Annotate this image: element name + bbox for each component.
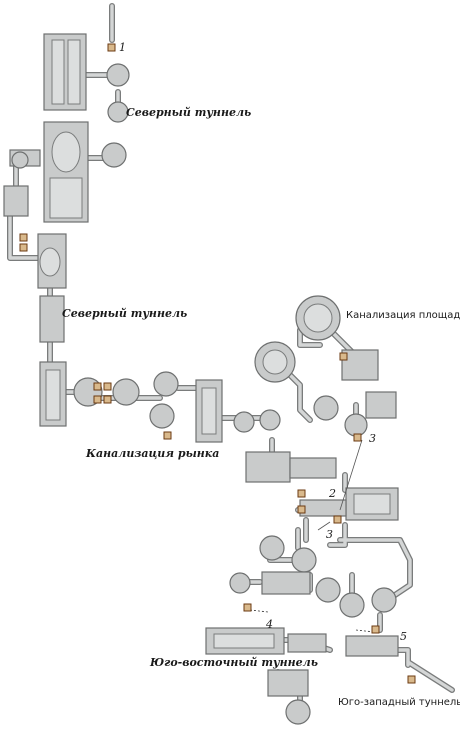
marker-1: 1 bbox=[119, 41, 126, 54]
square-sewer bbox=[254, 295, 397, 437]
marker-numbers: 1 2 3 3 4 5 bbox=[119, 41, 407, 643]
label-north-tunnel-2: Северный туннель bbox=[62, 307, 187, 320]
area-labels: Северный туннель Северный туннель Канали… bbox=[62, 106, 460, 708]
marker-5: 5 bbox=[400, 630, 407, 643]
label-southwest-tunnel: Юго-западный туннель bbox=[338, 697, 460, 708]
north-middle-tunnel bbox=[37, 233, 67, 427]
pointer-lines bbox=[249, 439, 375, 633]
central-network bbox=[229, 451, 399, 657]
label-square-sewer: Канализация площади bbox=[346, 310, 460, 321]
door-markers bbox=[19, 43, 416, 684]
marker-3a: 3 bbox=[369, 432, 376, 445]
market-sewer bbox=[73, 371, 281, 443]
label-market-sewer: Канализация рынка bbox=[85, 447, 219, 460]
marker-2: 2 bbox=[328, 487, 336, 500]
label-north-tunnel-1: Северный туннель bbox=[126, 106, 251, 119]
marker-3b: 3 bbox=[326, 528, 333, 541]
label-southeast-tunnel: Юго-восточный туннель bbox=[149, 656, 318, 669]
north-top-complex bbox=[3, 33, 130, 223]
southeast-tunnel bbox=[205, 627, 327, 725]
marker-4: 4 bbox=[265, 618, 273, 631]
